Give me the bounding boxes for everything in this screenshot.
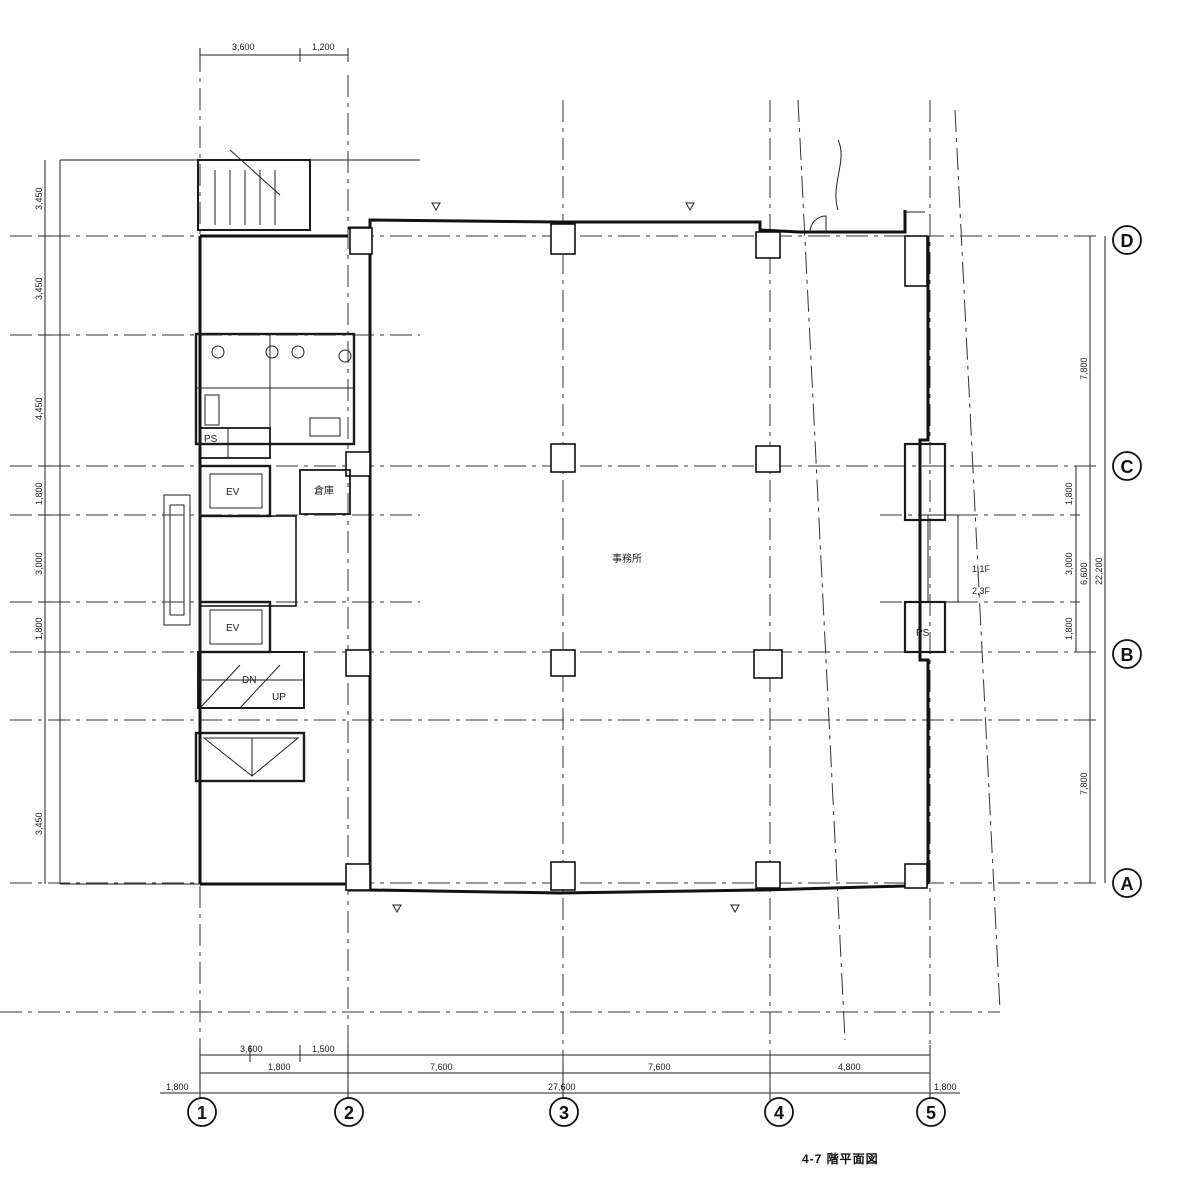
row-grid-bubble-a: A [1112, 868, 1142, 898]
room-label-stair-dn: DN [242, 675, 256, 686]
room-label-main-office: 事務所 [612, 552, 642, 565]
svg-text:4: 4 [774, 1103, 784, 1123]
room-label-ps: PS [204, 434, 218, 445]
service-core [163, 149, 356, 783]
column-grid-bubble-3: 3 [549, 1097, 579, 1127]
column-grid-bubble-2: 2 [334, 1097, 364, 1127]
svg-text:C: C [1121, 457, 1134, 477]
dim-left-3: 4,450 [34, 397, 44, 420]
svg-text:D: D [1121, 231, 1134, 251]
dim-bottom-c: 1,500 [312, 1044, 335, 1054]
dim-bottom-e: 7,600 [648, 1062, 671, 1072]
dim-right-1: 7,800 [1079, 357, 1089, 380]
dim-top-right: 1,200 [312, 42, 335, 52]
svg-text:B: B [1121, 645, 1134, 665]
dim-bottom-right-edge: 1,800 [934, 1082, 957, 1092]
east-rooms [809, 139, 959, 654]
dim-right-2: 1,800 [1064, 482, 1074, 505]
svg-text:2: 2 [344, 1103, 354, 1123]
room-label-storage: 倉庫 [314, 484, 334, 497]
drawing-title: 4-7 階平面図 [802, 1151, 879, 1166]
svg-text:3: 3 [559, 1103, 569, 1123]
dim-bottom-left-edge: 1,800 [166, 1082, 189, 1092]
column [550, 223, 576, 255]
right-dimension-lines [1075, 236, 1106, 883]
dim-right-total: 22,200 [1094, 557, 1104, 585]
top-dimension-line [199, 48, 349, 62]
column [550, 861, 576, 891]
dim-bottom-total: 27,600 [548, 1082, 576, 1092]
row-grid-bubble-c: C [1112, 451, 1142, 481]
dim-right-span: 6,600 [1079, 562, 1089, 585]
dim-right-3: 3,000 [1064, 552, 1074, 575]
column [904, 863, 928, 889]
dim-bottom-a: 3,600 [240, 1044, 263, 1054]
room-label-stair-up: UP [272, 692, 286, 703]
room-label-east-ps: PS [916, 628, 930, 639]
grid-lines [0, 50, 1100, 1095]
column-grid-bubble-4: 4 [764, 1097, 794, 1127]
dim-right-5: 7,800 [1079, 772, 1089, 795]
column [755, 445, 781, 473]
svg-text:A: A [1121, 874, 1134, 894]
dim-left-7: 3,450 [34, 812, 44, 835]
dim-bottom-f: 4,800 [838, 1062, 861, 1072]
column-grid-bubble-5: 5 [916, 1097, 946, 1127]
dim-left-4: 1,800 [34, 482, 44, 505]
left-dimension-line [38, 160, 52, 884]
column [349, 227, 373, 255]
room-label-elevator-upper: EV [226, 487, 240, 498]
dim-left-6: 1,800 [34, 617, 44, 640]
dim-right-4: 1,800 [1064, 617, 1074, 640]
bottom-dimension-lines [160, 1045, 960, 1100]
room-note-east-2: 2,3F [972, 586, 991, 596]
dim-bottom-d: 7,600 [430, 1062, 453, 1072]
window-markers [392, 202, 740, 914]
column [755, 231, 781, 259]
structural-columns [345, 223, 928, 891]
svg-text:5: 5 [926, 1103, 936, 1123]
dim-bottom-b: 1,800 [268, 1062, 291, 1072]
room-label-elevator-lower: EV [226, 623, 240, 634]
column [345, 863, 371, 891]
dim-left-5: 3,000 [34, 552, 44, 575]
row-grid-bubble-d: D [1112, 225, 1142, 255]
room-note-east-1: 1,1F [972, 564, 991, 574]
dim-left-1: 3,450 [34, 187, 44, 210]
column [550, 443, 576, 473]
column [753, 649, 783, 679]
column-grid-bubble-1: 1 [187, 1097, 217, 1127]
svg-text:1: 1 [197, 1103, 207, 1123]
column [345, 649, 371, 677]
column [904, 235, 928, 287]
row-grid-bubble-b: B [1112, 639, 1142, 669]
column [550, 649, 576, 677]
dim-top-left: 3,600 [232, 42, 255, 52]
dim-left-2: 3,450 [34, 277, 44, 300]
column [755, 861, 781, 889]
